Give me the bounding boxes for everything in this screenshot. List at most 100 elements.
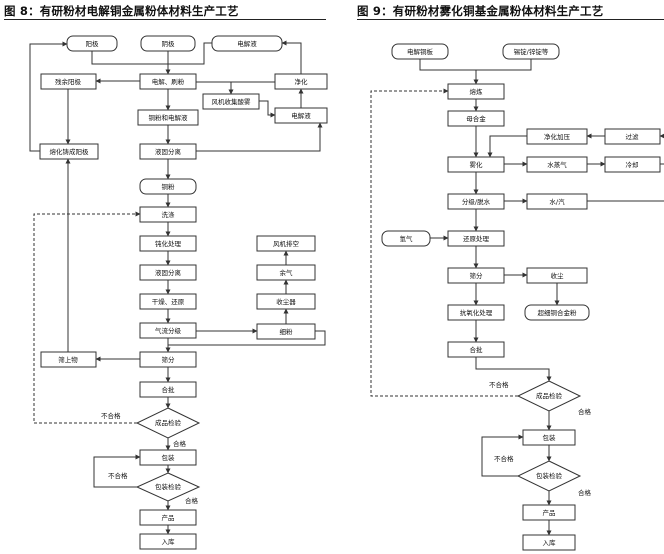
node-reduction: 还原处理	[447, 230, 505, 247]
svg-text:氢气: 氢气	[400, 234, 414, 243]
node-solid-liquid-sep-2: 液固分离	[139, 264, 197, 281]
node-purify: 净化	[274, 73, 328, 90]
label-pass-2: 合格	[185, 496, 199, 505]
node-hydrogen: 氢气	[381, 230, 431, 247]
figure-9-title: 图 9：有研粉材雾化铜基金属粉体材料生产工艺	[357, 4, 604, 18]
svg-text:筛分: 筛分	[470, 271, 484, 280]
svg-text:合批: 合批	[470, 345, 484, 354]
svg-text:锡锭/锌锭等: 锡锭/锌锭等	[514, 47, 549, 56]
node-atomization: 雾化	[447, 156, 505, 173]
node-purify-pressurize: 净化加压	[526, 128, 588, 145]
svg-text:熔化铸成阳极: 熔化铸成阳极	[50, 147, 90, 156]
svg-text:电解液: 电解液	[291, 111, 311, 120]
svg-text:铜粉: 铜粉	[162, 182, 176, 191]
svg-text:净化: 净化	[295, 77, 309, 86]
svg-text:还原处理: 还原处理	[463, 234, 490, 243]
svg-text:成品检验: 成品检验	[155, 418, 182, 427]
node-classify-dewater: 分级/脱水	[447, 193, 505, 210]
node-fan-acid-mist: 风机收集酸雾	[202, 93, 260, 110]
figure-8-connectors	[29, 40, 326, 535]
svg-text:电解液: 电解液	[237, 39, 257, 48]
svg-text:阳极: 阳极	[86, 39, 100, 48]
svg-text:筛上物: 筛上物	[58, 355, 78, 364]
svg-text:冷却: 冷却	[626, 160, 639, 169]
svg-text:干燥、还原: 干燥、还原	[152, 297, 185, 306]
svg-text:包装: 包装	[543, 433, 557, 442]
figure-9-title-rule	[357, 19, 664, 20]
node-fan-exhaust: 风机排空	[256, 235, 316, 252]
node-steam: 水蒸气	[526, 156, 588, 173]
svg-text:气流分级: 气流分级	[155, 326, 182, 335]
svg-text:包装检验: 包装检验	[155, 482, 182, 491]
svg-text:包装: 包装	[162, 453, 176, 462]
figure-8-title-rule	[4, 19, 326, 20]
svg-text:液固分离: 液固分离	[155, 147, 182, 156]
svg-text:收尘: 收尘	[551, 271, 565, 280]
svg-text:成品检验: 成品检验	[536, 391, 563, 400]
node-product-inspection-9: 成品检验	[516, 380, 582, 412]
node-anti-oxidation: 抗氧化处理	[447, 304, 505, 321]
label-fail-1-9: 不合格	[489, 380, 509, 389]
node-cooling: 冷却	[604, 156, 661, 173]
label-pass-1-9: 合格	[578, 407, 592, 416]
svg-text:水蒸气: 水蒸气	[547, 160, 567, 169]
node-blending-9: 合批	[447, 341, 505, 358]
node-solid-liquid-sep-1: 液固分离	[139, 143, 197, 160]
svg-text:电解、刷粉: 电解、刷粉	[152, 77, 185, 86]
node-fine-powder: 细粉	[256, 323, 316, 340]
svg-text:液固分离: 液固分离	[155, 268, 182, 277]
node-residual-gas: 余气	[256, 264, 316, 281]
svg-text:余气: 余气	[280, 268, 294, 277]
svg-text:铜粉和电解液: 铜粉和电解液	[149, 113, 189, 122]
svg-text:风机收集酸雾: 风机收集酸雾	[212, 97, 252, 106]
node-product-inspection: 成品检验	[135, 407, 201, 439]
node-packaging-9: 包装	[522, 429, 576, 446]
node-sieving-9: 筛分	[447, 267, 505, 284]
node-dry-reduce: 干燥、还原	[139, 293, 197, 310]
label-pass-1: 合格	[173, 439, 187, 448]
node-oversize: 筛上物	[40, 351, 97, 368]
svg-text:包装检验: 包装检验	[536, 471, 563, 480]
svg-text:分级/脱水: 分级/脱水	[462, 197, 491, 206]
node-water-steam: 水/汽	[526, 193, 588, 210]
node-copper-powder: 铜粉	[139, 178, 197, 195]
node-copper-powder-electrolyte: 铜粉和电解液	[137, 109, 199, 126]
svg-text:净化加压: 净化加压	[544, 132, 571, 141]
node-product: 产品	[139, 509, 197, 526]
label-fail-1: 不合格	[101, 411, 121, 420]
node-dust-collection: 收尘	[526, 267, 588, 284]
node-anode: 阳极	[66, 35, 118, 52]
node-warehousing: 入库	[139, 533, 197, 550]
node-electrolytic-copper-plate: 电解铜板	[391, 43, 449, 60]
svg-text:超细铜合金粉: 超细铜合金粉	[538, 308, 578, 317]
svg-text:残余阳极: 残余阳极	[55, 77, 82, 86]
node-washing: 洗涤	[139, 206, 197, 223]
label-pass-2-9: 合格	[578, 488, 592, 497]
figure-9-connectors	[370, 59, 664, 536]
svg-text:产品: 产品	[162, 513, 175, 522]
svg-text:风机排空: 风机排空	[273, 239, 300, 248]
svg-text:熔炼: 熔炼	[470, 87, 484, 96]
node-ultrafine-powder: 超细铜合金粉	[524, 304, 590, 321]
figure-9-diagram: 电解铜板 锡锭/锌锭等 熔炼 母合金 净化加压 过滤 雾化 水蒸气 冷却 分级/…	[370, 43, 664, 551]
node-air-classify: 气流分级	[139, 322, 197, 339]
svg-text:抗氧化处理: 抗氧化处理	[460, 308, 493, 317]
figure-8-title: 图 8：有研粉材电解铜金属粉体材料生产工艺	[4, 4, 239, 18]
svg-text:筛分: 筛分	[162, 355, 176, 364]
node-cathode: 阴极	[140, 35, 196, 52]
label-fail-2: 不合格	[108, 471, 128, 480]
figure-8-diagram: 阳极 阴极 电解液 残余阳极 电解、刷粉 净化 风机收集酸雾 电解液 铜粉和电解…	[29, 35, 328, 550]
svg-text:合批: 合批	[162, 385, 176, 394]
node-product-9: 产品	[522, 504, 576, 521]
node-warehousing-9: 入库	[522, 534, 576, 551]
node-tin-zinc-ingots: 锡锭/锌锭等	[502, 43, 560, 60]
node-electrolysis-scraping: 电解、刷粉	[139, 73, 197, 90]
svg-text:入库: 入库	[543, 538, 557, 547]
node-smelting: 熔炼	[447, 83, 505, 100]
svg-text:产品: 产品	[543, 508, 556, 517]
svg-text:水/汽: 水/汽	[549, 197, 565, 206]
svg-text:入库: 入库	[162, 537, 176, 546]
node-passivation: 钝化处理	[139, 235, 197, 252]
node-melt-cast-anode: 熔化铸成阳极	[39, 143, 99, 160]
